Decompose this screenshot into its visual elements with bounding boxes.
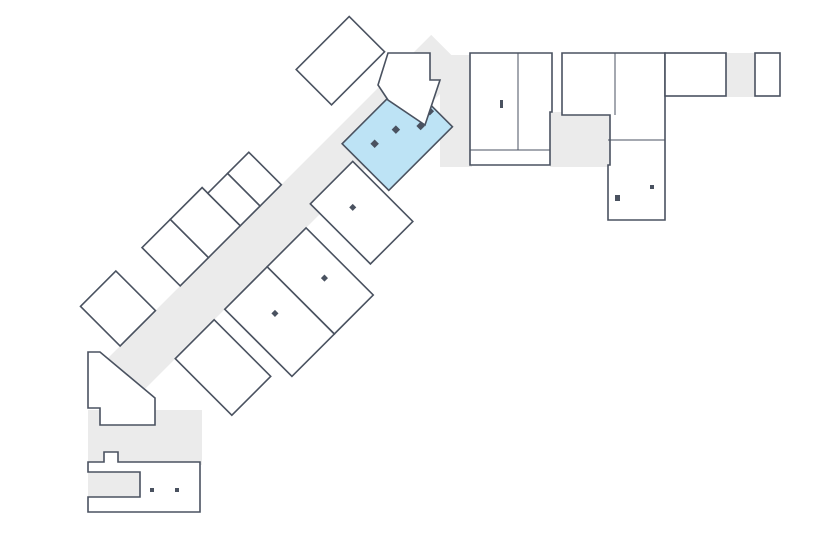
store-unit[interactable] <box>174 318 272 417</box>
store-unit[interactable] <box>79 269 157 348</box>
store-unit[interactable] <box>226 151 283 208</box>
store-unit[interactable] <box>664 52 727 97</box>
store-unit[interactable] <box>754 52 781 97</box>
store-unit[interactable] <box>87 351 156 426</box>
diagonal-wing-units <box>79 15 454 417</box>
store-unit[interactable] <box>295 15 386 106</box>
store-unit[interactable] <box>309 160 414 266</box>
store-unit[interactable] <box>266 226 375 336</box>
store-unit[interactable] <box>469 52 553 166</box>
store-unit[interactable] <box>561 52 666 221</box>
store-unit[interactable] <box>377 52 442 127</box>
store-unit[interactable] <box>87 451 201 513</box>
east-wing-units <box>377 52 781 221</box>
south-wing-units <box>87 351 201 513</box>
